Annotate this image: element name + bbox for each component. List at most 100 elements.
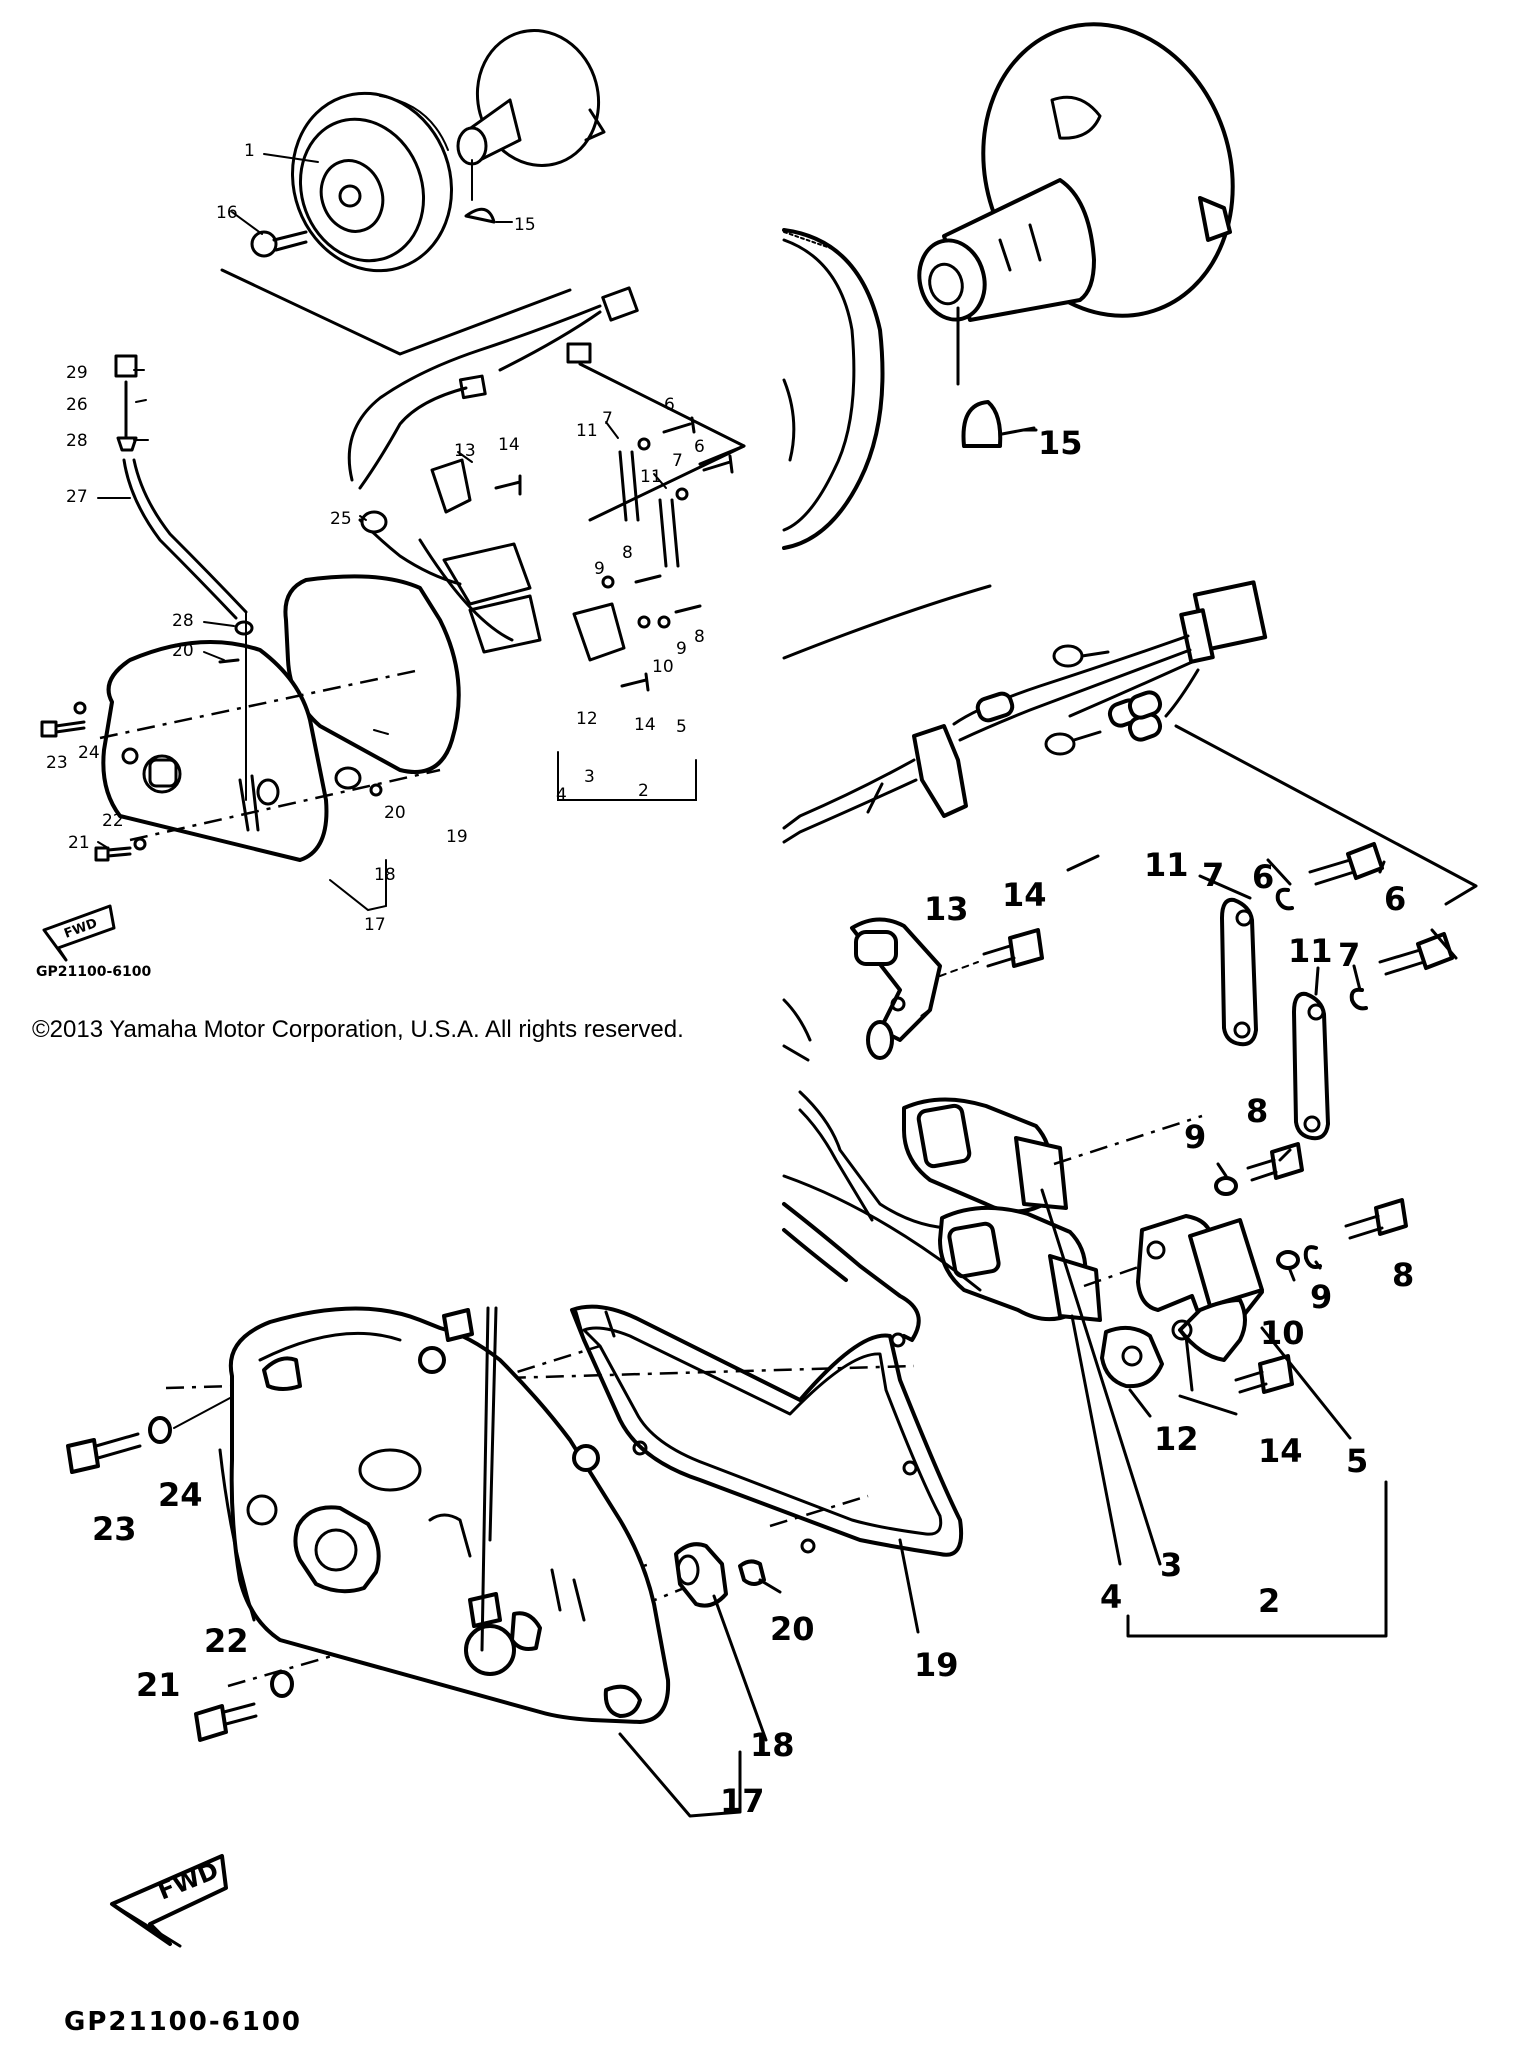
callout-11a-large: 11 bbox=[1144, 846, 1189, 884]
hose-27-small bbox=[122, 458, 248, 620]
rotor-boss-small bbox=[456, 29, 606, 167]
callout-24-large: 24 bbox=[158, 1476, 203, 1514]
bolt-8-upper bbox=[1214, 1142, 1304, 1196]
collar-18-pin-20 bbox=[674, 1542, 766, 1608]
fwd-arrow-small bbox=[42, 904, 116, 962]
callout-17-small: 17 bbox=[364, 915, 386, 935]
callout-9a-large: 9 bbox=[1184, 1118, 1206, 1156]
callout-6b-large: 6 bbox=[1384, 880, 1406, 918]
bracket-5-small bbox=[572, 602, 626, 662]
fasteners-8-9-10-lower bbox=[1276, 1198, 1408, 1270]
callout-20b-small: 20 bbox=[384, 803, 406, 823]
callout-18-large: 18 bbox=[750, 1726, 795, 1764]
bracket-5-large bbox=[1136, 1214, 1264, 1362]
callout-20-large: 20 bbox=[770, 1610, 815, 1648]
callout-15-large: 15 bbox=[1038, 424, 1083, 462]
bolt-16-small bbox=[250, 230, 308, 258]
bolt-14-lower bbox=[1178, 1354, 1294, 1416]
callout-21-small: 21 bbox=[68, 833, 90, 853]
callout-24-small: 24 bbox=[78, 743, 100, 763]
flywheel-rotor-small bbox=[291, 91, 453, 273]
stator-coils-large bbox=[782, 1090, 1102, 1322]
callout-9b-large: 9 bbox=[1310, 1278, 1332, 1316]
gasket-19-large bbox=[782, 1202, 921, 1342]
callout-14a-small: 14 bbox=[498, 435, 520, 455]
callout-14a-large: 14 bbox=[1002, 876, 1047, 914]
callout-26-small: 26 bbox=[66, 395, 88, 415]
washers-7-large bbox=[1275, 887, 1368, 1011]
plate-11-large bbox=[1220, 897, 1330, 1141]
callout-1-small: 1 bbox=[244, 141, 255, 161]
callout-7a-large: 7 bbox=[1202, 856, 1224, 894]
callout-3-large: 3 bbox=[1160, 1546, 1182, 1584]
callout-23-small: 23 bbox=[46, 753, 68, 773]
clamp-12-large bbox=[1100, 1319, 1193, 1389]
callout-12-large: 12 bbox=[1154, 1420, 1199, 1458]
callout-18-small: 18 bbox=[374, 865, 396, 885]
callout-11b-large: 11 bbox=[1288, 932, 1333, 970]
bolt-21-washer-22 bbox=[194, 1670, 294, 1742]
callout-22-small: 22 bbox=[102, 811, 124, 831]
callout-3-small: 3 bbox=[584, 767, 595, 787]
callout-7a-small: 7 bbox=[602, 409, 613, 429]
callout-4-small: 4 bbox=[556, 785, 567, 805]
callout-2-large: 2 bbox=[1258, 1582, 1280, 1620]
callout-9b-small: 9 bbox=[676, 639, 687, 659]
woodruff-key-small bbox=[464, 207, 496, 224]
callout-27-small: 27 bbox=[66, 487, 88, 507]
large-leaders bbox=[712, 428, 1458, 1742]
pickup-coil-small bbox=[430, 458, 472, 514]
callout-13-small: 13 bbox=[454, 441, 476, 461]
stator-coils-small bbox=[418, 538, 542, 654]
callout-13-large: 13 bbox=[924, 890, 969, 928]
callout-11b-small: 11 bbox=[640, 467, 662, 487]
callout-5-large: 5 bbox=[1346, 1442, 1368, 1480]
copyright-notice: ©2013 Yamaha Motor Corporation, U.S.A. A… bbox=[32, 1016, 684, 1043]
detail-diagram-right bbox=[66, 22, 1478, 1948]
overview-diagram bbox=[40, 29, 746, 962]
crankcase-cover-small bbox=[101, 640, 329, 862]
bolt-14-top bbox=[939, 928, 1044, 977]
callout-4-large: 4 bbox=[1100, 1578, 1122, 1616]
callout-17-large: 17 bbox=[720, 1782, 765, 1820]
diagram-code-small: GP21100-6100 bbox=[36, 964, 151, 980]
callout-10-small: 10 bbox=[652, 657, 674, 677]
callout-25-small: 25 bbox=[330, 509, 352, 529]
crankcase-cover-large bbox=[218, 1306, 671, 1724]
callout-6a-large: 6 bbox=[1252, 858, 1274, 896]
fwd-arrow-large bbox=[110, 1854, 228, 1948]
callout-16-small: 16 bbox=[216, 203, 238, 223]
plate-11-small bbox=[618, 450, 680, 568]
callout-8a-small: 8 bbox=[622, 543, 633, 563]
callout-28a-small: 28 bbox=[66, 431, 88, 451]
large-callout-labels: 2 3 4 5 6 6 7 7 8 8 9 9 10 11 11 12 13 1… bbox=[64, 424, 1414, 2037]
callout-5-small: 5 bbox=[676, 717, 687, 737]
callout-19-large: 19 bbox=[914, 1646, 959, 1684]
callout-6a-small: 6 bbox=[664, 395, 675, 415]
callout-14b-small: 14 bbox=[634, 715, 656, 735]
woodruff-key-large bbox=[961, 400, 1003, 448]
callout-6b-small: 6 bbox=[694, 437, 705, 457]
pickup-coil-large bbox=[850, 917, 942, 1042]
callout-20a-small: 20 bbox=[172, 641, 194, 661]
callout-12-small: 12 bbox=[576, 709, 598, 729]
callout-8b-small: 8 bbox=[694, 627, 705, 647]
callout-22-large: 22 bbox=[204, 1622, 249, 1660]
diagram-code-large: GP21100-6100 bbox=[64, 2007, 302, 2037]
callout-14b-large: 14 bbox=[1258, 1432, 1303, 1470]
callout-29-small: 29 bbox=[66, 363, 88, 383]
bolt-23-washer-24 bbox=[66, 1397, 231, 1474]
callout-8b-large: 8 bbox=[1392, 1256, 1414, 1294]
callout-11a-small: 11 bbox=[576, 421, 598, 441]
callout-10-large: 10 bbox=[1260, 1314, 1305, 1352]
callout-9a-small: 9 bbox=[594, 559, 605, 579]
rotor-boss-large bbox=[917, 22, 1235, 322]
flywheel-rotor-large bbox=[782, 228, 885, 550]
callout-2-small: 2 bbox=[638, 781, 649, 801]
callout-15-small: 15 bbox=[514, 215, 536, 235]
small-callout-labels: 1 2 3 4 5 6 6 7 7 8 8 9 9 10 11 11 12 13… bbox=[36, 141, 705, 980]
wiring-harness-small bbox=[347, 286, 639, 490]
callout-8a-large: 8 bbox=[1246, 1092, 1268, 1130]
wiring-harness-large bbox=[782, 580, 1268, 844]
